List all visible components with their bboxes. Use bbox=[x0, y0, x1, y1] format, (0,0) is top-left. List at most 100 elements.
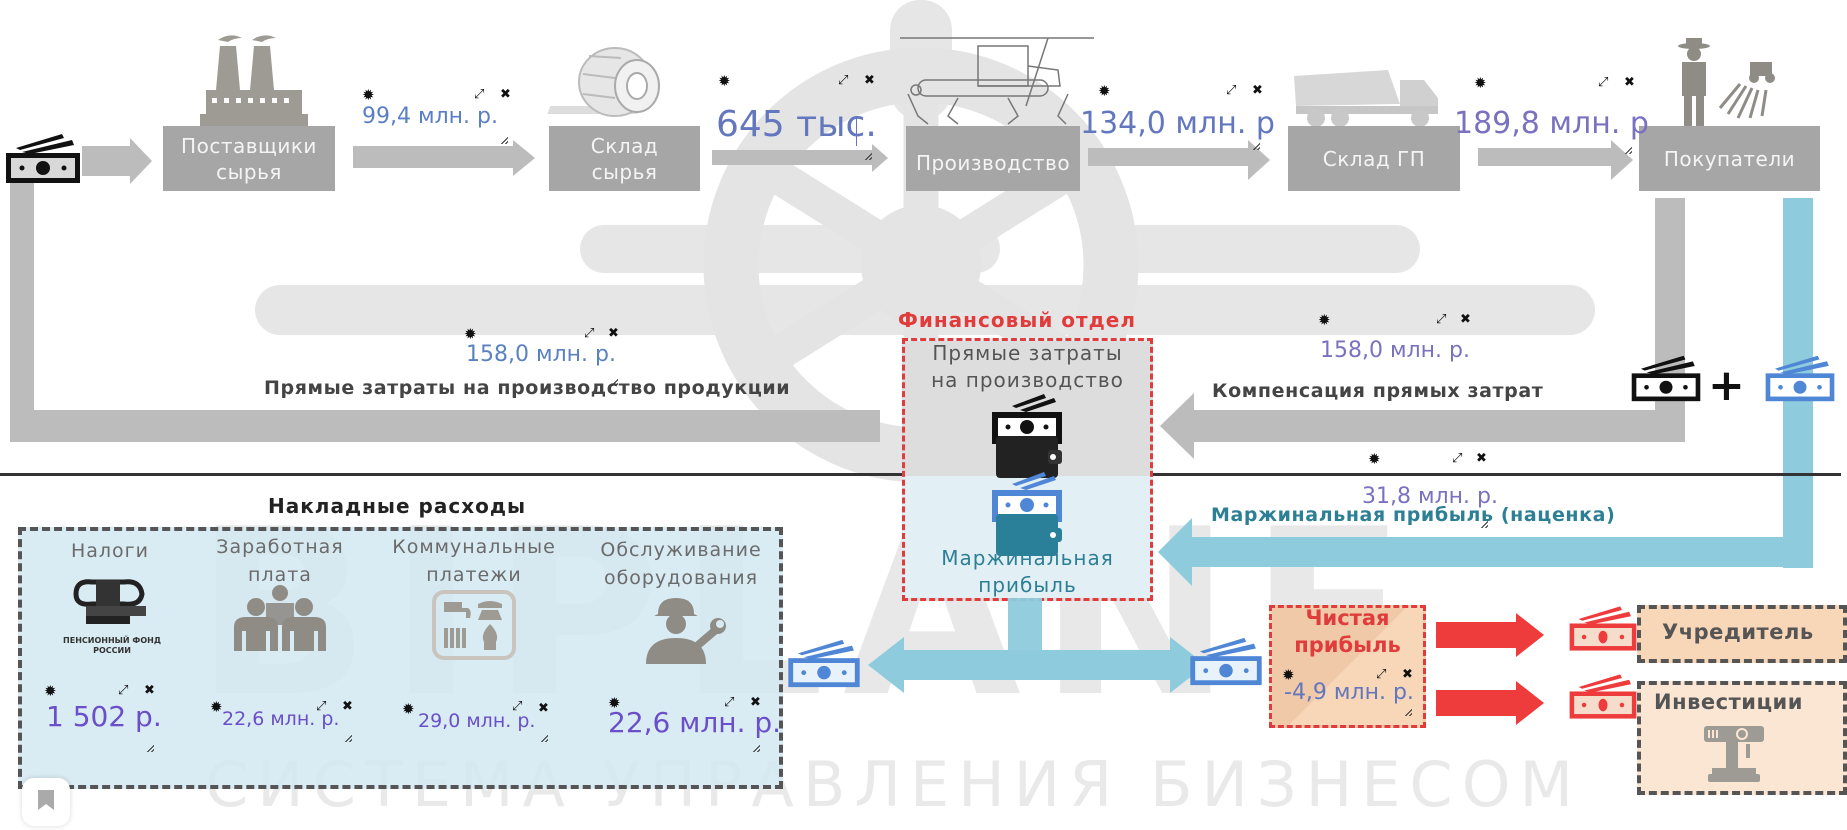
resize-handle[interactable] bbox=[342, 732, 352, 742]
expand-icon[interactable]: ⤢ bbox=[1452, 451, 1463, 466]
margin-arrowhead bbox=[1158, 518, 1192, 586]
resize-handle[interactable] bbox=[498, 134, 508, 144]
finance-direct-label-1: Прямые затраты bbox=[932, 341, 1123, 365]
overhead-taxes-value[interactable]: 1 502 р. bbox=[46, 700, 162, 733]
flow-to-investments-head bbox=[1516, 681, 1544, 725]
close-icon[interactable]: ✖ bbox=[608, 326, 619, 341]
settings-icon[interactable]: ✹ bbox=[608, 694, 621, 712]
flow-arrow-4 bbox=[1478, 148, 1611, 166]
expand-icon[interactable]: ⤢ bbox=[1598, 75, 1609, 90]
direct-costs-value[interactable]: 158,0 млн. р. bbox=[466, 342, 616, 367]
node-buyers-label: Покупатели bbox=[1663, 146, 1796, 171]
node-production-label: Производство bbox=[915, 150, 1071, 175]
net-profit-value[interactable]: -4,9 млн. р. bbox=[1284, 680, 1414, 705]
settings-icon[interactable]: ✹ bbox=[210, 698, 223, 716]
resize-handle[interactable] bbox=[144, 742, 154, 752]
settings-icon[interactable]: ✹ bbox=[1282, 666, 1295, 684]
settings-icon[interactable]: ✹ bbox=[1098, 82, 1111, 100]
node-fg-warehouse[interactable]: Склад ГП bbox=[1288, 126, 1460, 191]
expand-icon[interactable]: ⤢ bbox=[512, 699, 523, 714]
watermark-bar-upper-right bbox=[1100, 225, 1420, 273]
node-raw-warehouse-label-2: сырья bbox=[591, 159, 658, 184]
node-raw-warehouse-label-1: Склад bbox=[590, 133, 659, 158]
overhead-maintenance-value[interactable]: 22,6 млн. р. bbox=[608, 706, 782, 739]
expand-icon[interactable]: ⤢ bbox=[118, 683, 129, 698]
close-icon[interactable]: ✖ bbox=[342, 699, 353, 714]
margin-value[interactable]: 31,8 млн. р. bbox=[1362, 484, 1498, 509]
flow-value-4[interactable]: 189,8 млн. р bbox=[1454, 106, 1649, 141]
expand-icon[interactable]: ⤢ bbox=[838, 73, 849, 88]
flow-arrow-2 bbox=[712, 150, 872, 165]
money-icon-direct bbox=[1631, 355, 1701, 402]
founder-box[interactable] bbox=[1637, 605, 1847, 663]
resize-handle[interactable] bbox=[608, 376, 618, 386]
pension-fund-logo-icon bbox=[73, 579, 146, 624]
node-suppliers-label-1: Поставщики bbox=[181, 133, 317, 158]
investments-label: Инвестиции bbox=[1654, 690, 1803, 714]
overhead-utilities-label-2: платежи bbox=[426, 564, 522, 586]
close-icon[interactable]: ✖ bbox=[1460, 312, 1471, 327]
settings-icon[interactable]: ✹ bbox=[402, 700, 415, 718]
money-icon-net-profit bbox=[1190, 637, 1262, 686]
overhead-salary-value[interactable]: 22,6 млн. р. bbox=[222, 708, 340, 730]
bookmark-button[interactable] bbox=[22, 778, 70, 826]
dump-truck-icon bbox=[1294, 70, 1438, 127]
money-icon-investments bbox=[1569, 674, 1637, 719]
expand-icon[interactable]: ⤢ bbox=[1226, 83, 1237, 98]
close-icon[interactable]: ✖ bbox=[864, 73, 875, 88]
node-suppliers[interactable]: Поставщики сырья bbox=[163, 126, 335, 191]
resize-handle[interactable] bbox=[538, 732, 548, 742]
flow-left-vertical bbox=[10, 180, 34, 442]
resize-handle[interactable] bbox=[862, 150, 872, 160]
wallet-icon-black bbox=[992, 394, 1062, 478]
close-icon[interactable]: ✖ bbox=[1624, 75, 1635, 90]
settings-icon[interactable]: ✹ bbox=[464, 325, 477, 343]
settings-icon[interactable]: ✹ bbox=[1474, 74, 1487, 92]
settings-icon[interactable]: ✹ bbox=[1368, 450, 1381, 468]
resize-handle[interactable] bbox=[1622, 144, 1632, 154]
net-profit-box[interactable] bbox=[1269, 605, 1426, 728]
expand-icon[interactable]: ⤢ bbox=[584, 326, 595, 341]
settings-icon[interactable]: ✹ bbox=[718, 72, 731, 90]
close-icon[interactable]: ✖ bbox=[144, 683, 155, 698]
wallet-icon-blue bbox=[992, 472, 1062, 556]
finance-margin-label-1: Маржинальная bbox=[941, 546, 1114, 570]
overhead-salary-label-1: Заработная bbox=[216, 536, 344, 558]
expand-icon[interactable]: ⤢ bbox=[1376, 667, 1387, 682]
flow-value-3[interactable]: 134,0 млн. р bbox=[1080, 106, 1275, 141]
direct-costs-label: Прямые затраты на производство продукции bbox=[264, 377, 791, 399]
expand-icon[interactable]: ⤢ bbox=[724, 695, 735, 710]
flow-to-investments bbox=[1436, 690, 1516, 716]
finance-direct-label-2: на производство bbox=[931, 368, 1124, 392]
close-icon[interactable]: ✖ bbox=[500, 87, 511, 102]
net-profit-label-1: Чистая bbox=[1305, 606, 1390, 630]
node-production[interactable]: Производство bbox=[906, 126, 1080, 191]
compensation-arrowhead bbox=[1160, 393, 1194, 459]
settings-icon[interactable]: ✹ bbox=[44, 682, 57, 700]
expand-icon[interactable]: ⤢ bbox=[474, 87, 485, 102]
compensation-label: Компенсация прямых затрат bbox=[1212, 380, 1544, 402]
resize-handle[interactable] bbox=[1402, 706, 1412, 716]
flow-value-2[interactable]: 645 тыс. bbox=[716, 104, 877, 145]
resize-handle[interactable] bbox=[1250, 140, 1260, 150]
overhead-utilities-value[interactable]: 29,0 млн. р. bbox=[418, 710, 536, 732]
node-buyers[interactable]: Покупатели bbox=[1639, 126, 1820, 191]
close-icon[interactable]: ✖ bbox=[1252, 83, 1263, 98]
close-icon[interactable]: ✖ bbox=[1476, 451, 1487, 466]
expand-icon[interactable]: ⤢ bbox=[316, 699, 327, 714]
flow-to-founder bbox=[1436, 622, 1516, 648]
resize-handle[interactable] bbox=[750, 742, 760, 752]
settings-icon[interactable]: ✹ bbox=[1318, 311, 1331, 329]
close-icon[interactable]: ✖ bbox=[1402, 667, 1413, 682]
node-fg-warehouse-label: Склад ГП bbox=[1322, 146, 1426, 171]
close-icon[interactable]: ✖ bbox=[538, 701, 549, 716]
settings-icon[interactable]: ✹ bbox=[362, 86, 375, 104]
flow-arrowhead-2 bbox=[872, 144, 888, 172]
flow-value-1[interactable]: 99,4 млн. р. bbox=[362, 104, 498, 129]
expand-icon[interactable]: ⤢ bbox=[1436, 312, 1447, 327]
bookmark-icon bbox=[38, 790, 54, 810]
close-icon[interactable]: ✖ bbox=[750, 695, 761, 710]
node-raw-warehouse[interactable]: Склад сырья bbox=[549, 126, 700, 191]
compensation-value[interactable]: 158,0 млн. р. bbox=[1320, 338, 1470, 363]
resize-handle[interactable] bbox=[1478, 518, 1488, 528]
